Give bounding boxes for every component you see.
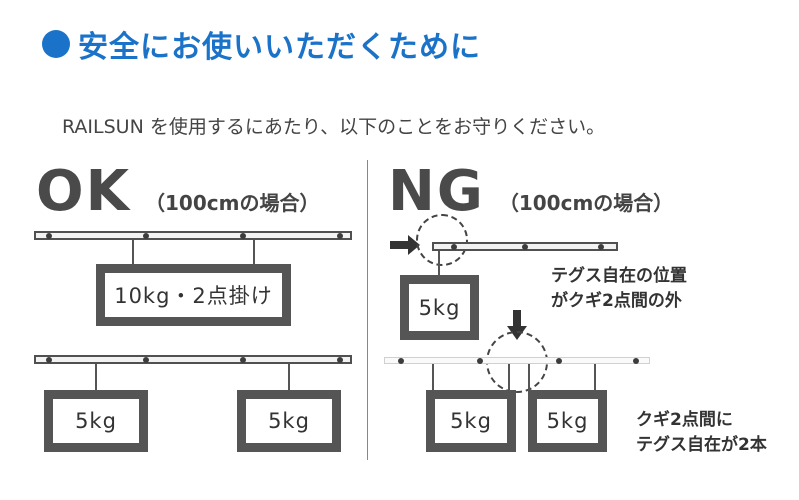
hanging-wire	[253, 240, 255, 266]
frame-5kg-left: 5kg	[44, 390, 148, 452]
arrow-right-icon	[390, 235, 420, 255]
frame-5kg-ng-left: 5kg	[426, 390, 516, 452]
nail	[398, 358, 404, 364]
ng-label: NG	[388, 159, 485, 224]
intro-text: RAILSUN を使用するにあたり、以下のことをお守りください。	[62, 116, 606, 138]
ok-header: OK （100cmの場合）	[36, 164, 319, 220]
hanging-wire	[528, 364, 530, 392]
nail	[522, 244, 528, 250]
nail	[451, 244, 457, 250]
frame-label: 5kg	[418, 295, 461, 320]
nail	[240, 357, 246, 363]
note-line: テグス自在が2本	[636, 435, 767, 455]
ng-subtitle: （100cmの場合）	[498, 191, 674, 215]
nail	[477, 358, 483, 364]
bullet-dot-icon	[42, 30, 70, 58]
ng-header: NG （100cmの場合）	[388, 164, 673, 220]
nail	[633, 358, 639, 364]
rail	[34, 231, 352, 240]
frame-5kg-ng-top: 5kg	[400, 275, 479, 340]
frame-label: 5kg	[268, 409, 310, 433]
frame-5kg-ng-right: 5kg	[528, 390, 607, 452]
page-title-text: 安全にお使いいただくために	[78, 30, 481, 65]
nail	[240, 233, 246, 239]
nail	[46, 357, 52, 363]
hanging-wire	[288, 364, 290, 392]
frame-10kg: 10kg・2点掛け	[96, 264, 291, 326]
frame-label: 5kg	[546, 409, 589, 433]
nail	[556, 358, 562, 364]
note-line: テグス自在の位置	[551, 266, 687, 286]
dashed-circle-highlight	[416, 214, 468, 266]
page-title: 安全にお使いいただくために	[42, 22, 481, 66]
hanging-wire	[438, 251, 440, 277]
ng-note-top: テグス自在の位置 がクギ2点間の外	[551, 264, 687, 314]
frame-label: 5kg	[450, 409, 492, 433]
hanging-wire	[132, 240, 134, 266]
hanging-wire	[594, 364, 596, 392]
panel-divider	[367, 160, 368, 460]
frame-5kg-right: 5kg	[237, 390, 341, 452]
frame-label: 5kg	[75, 409, 117, 433]
ok-label: OK	[36, 159, 131, 224]
note-line: がクギ2点間の外	[551, 291, 682, 311]
ok-subtitle: （100cmの場合）	[145, 191, 320, 215]
frame-label: 10kg・2点掛け	[114, 284, 273, 308]
nail	[46, 233, 52, 239]
ng-note-bottom: クギ2点間に テグス自在が2本	[636, 408, 767, 458]
nail	[337, 357, 343, 363]
hanging-wire	[432, 364, 434, 392]
note-line: クギ2点間に	[636, 410, 733, 430]
nail	[143, 357, 149, 363]
nail	[337, 233, 343, 239]
rail	[384, 357, 650, 364]
hanging-wire	[95, 364, 97, 392]
rail	[34, 355, 352, 364]
hanging-wire	[508, 364, 510, 392]
nail	[143, 233, 149, 239]
nail	[598, 244, 604, 250]
